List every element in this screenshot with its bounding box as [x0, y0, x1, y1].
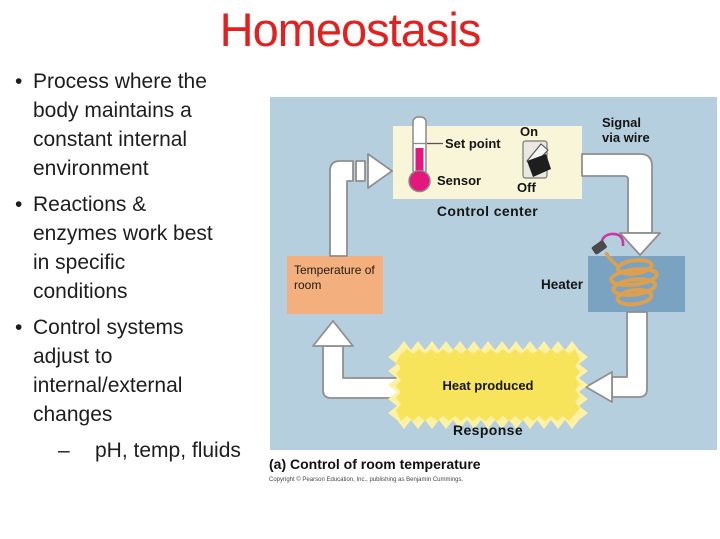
- heater-label: Heater: [540, 277, 583, 292]
- bullet-text-line: Process where the: [33, 70, 207, 93]
- signal-via-wire-label: Signal via wire: [602, 115, 650, 145]
- switch-off-label: Off: [517, 180, 536, 195]
- starburst-core: [396, 349, 580, 421]
- sub-bullet-text: pH, temp, fluids: [95, 439, 241, 462]
- sub-list-item: – pH, temp, fluids: [10, 436, 272, 465]
- bullet-text-line: enzymes work best: [33, 222, 213, 245]
- control-center-label: Control center: [436, 203, 539, 219]
- bullet-text-line: body maintains a: [33, 99, 192, 122]
- figure-caption: (a) Control of room temperature: [269, 456, 481, 472]
- diagram-graphics: [312, 116, 661, 429]
- switch-on-label: On: [520, 124, 539, 139]
- bullet-text-line: adjust to: [33, 345, 113, 368]
- bullet-marker: •: [15, 316, 23, 339]
- arrow-heater-to-heat: [585, 311, 648, 403]
- bullet-text-line: in specific: [33, 251, 126, 274]
- plug-icon: [591, 232, 625, 255]
- bullet-list: • Process where the body maintains a con…: [10, 67, 272, 465]
- figure-copyright: Copyright © Pearson Education, Inc., pub…: [269, 477, 464, 483]
- arrow-room-to-control: [329, 153, 393, 257]
- list-item: • Reactions & enzymes work best in speci…: [10, 190, 272, 306]
- thermometer-icon: [408, 116, 431, 193]
- bullet-text-line: internal/external: [33, 374, 183, 397]
- bullet-text-line: constant internal: [33, 128, 188, 151]
- list-item: • Process where the body maintains a con…: [10, 67, 272, 183]
- bullet-text-line: environment: [33, 157, 149, 180]
- dash-marker: –: [58, 439, 70, 462]
- starburst: [388, 341, 588, 429]
- page-title: Homeostasis: [219, 3, 482, 56]
- set-point-label: Set point: [445, 136, 501, 151]
- heater-coil-icon: [604, 251, 659, 307]
- list-item: • Control systems adjust to internal/ext…: [10, 313, 272, 429]
- bullet-marker: •: [15, 70, 23, 93]
- bullet-text-line: changes: [33, 403, 113, 426]
- heat-produced-label: Heat produced: [442, 378, 534, 393]
- bullet-text-line: Reactions &: [33, 193, 147, 216]
- feedback-loop-figure: Temperature of room: [270, 97, 717, 450]
- temperature-of-room-label: Temperature of room: [294, 263, 375, 292]
- switch-icon: [522, 140, 551, 179]
- arrow-heat-to-room: [312, 320, 399, 399]
- temperature-of-room-box: Temperature of room: [287, 256, 383, 314]
- arrow-control-to-heater: [581, 153, 661, 256]
- bullet-text-line: Control systems: [33, 316, 184, 339]
- bullet-marker: •: [15, 193, 23, 216]
- response-label: Response: [452, 422, 524, 438]
- bullet-text-line: conditions: [33, 280, 128, 303]
- sensor-label: Sensor: [437, 173, 482, 188]
